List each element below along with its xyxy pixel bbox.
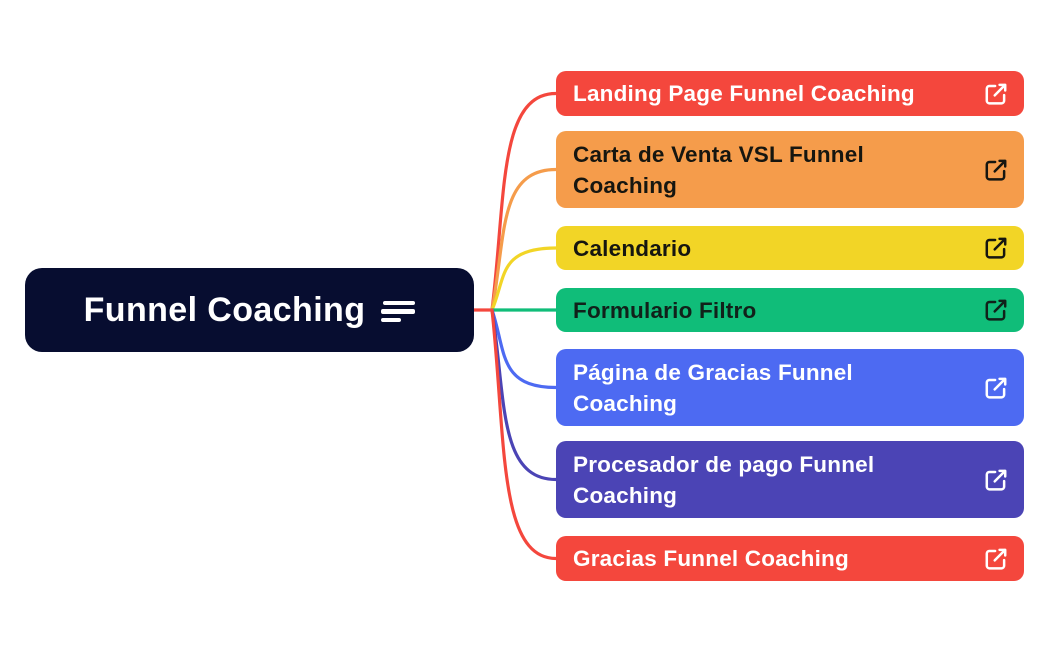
node-label: Formulario Filtro xyxy=(573,297,757,323)
node-label: Calendario xyxy=(573,235,692,261)
node-label: Carta de Venta VSL Funnel Coaching xyxy=(573,141,864,198)
external-link-icon[interactable] xyxy=(983,297,1009,323)
root-node-label: Funnel Coaching xyxy=(83,290,366,329)
node-landing-page[interactable]: Landing Page Funnel Coaching xyxy=(556,71,1024,116)
node-calendario[interactable]: Calendario xyxy=(556,226,1024,270)
external-link-icon[interactable] xyxy=(983,235,1009,261)
node-procesador-de-pago[interactable]: Procesador de pago Funnel Coaching xyxy=(556,441,1024,518)
notes-icon[interactable] xyxy=(381,300,416,323)
root-node-funnel-coaching[interactable]: Funnel Coaching xyxy=(25,268,474,352)
node-gracias[interactable]: Gracias Funnel Coaching xyxy=(556,536,1024,581)
external-link-icon[interactable] xyxy=(983,81,1009,107)
node-label: Landing Page Funnel Coaching xyxy=(573,81,915,106)
external-link-icon[interactable] xyxy=(983,375,1009,401)
node-pagina-de-gracias[interactable]: Página de Gracias Funnel Coaching xyxy=(556,349,1024,426)
node-label: Procesador de pago Funnel Coaching xyxy=(573,451,875,508)
external-link-icon[interactable] xyxy=(983,546,1009,572)
external-link-icon[interactable] xyxy=(983,157,1009,183)
external-link-icon[interactable] xyxy=(983,467,1009,493)
node-label: Gracias Funnel Coaching xyxy=(573,546,849,571)
node-carta-de-venta-vsl[interactable]: Carta de Venta VSL Funnel Coaching xyxy=(556,131,1024,208)
node-label: Página de Gracias Funnel Coaching xyxy=(573,359,853,416)
node-formulario-filtro[interactable]: Formulario Filtro xyxy=(556,288,1024,332)
